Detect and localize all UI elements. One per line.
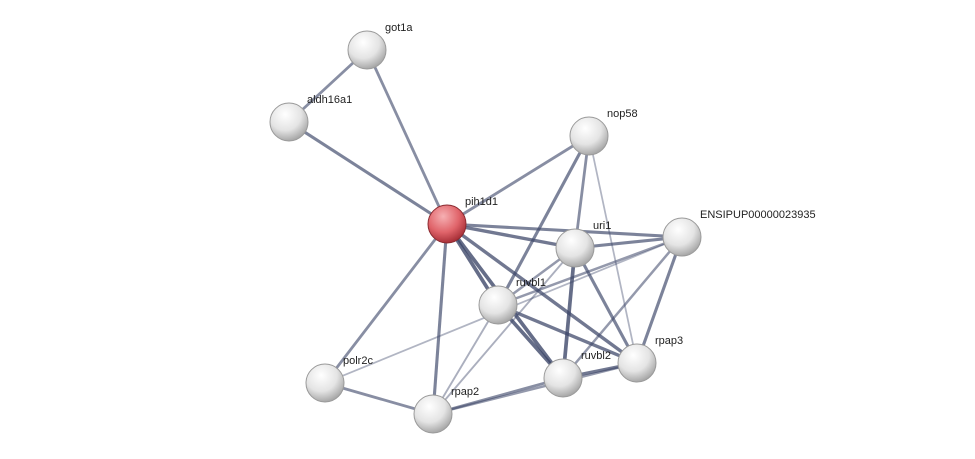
node-label: uri1 — [593, 220, 611, 232]
node-circle[interactable] — [569, 116, 609, 156]
node-label: nop58 — [607, 108, 638, 120]
node-circle[interactable] — [662, 217, 702, 257]
edge-pih1d1-rpap2 — [431, 223, 449, 415]
node-label: got1a — [385, 22, 413, 34]
node-label: aldh16a1 — [307, 94, 352, 106]
edge-got1a-pih1d1 — [365, 49, 449, 225]
node-label: pih1d1 — [465, 196, 498, 208]
node-uri1[interactable]: uri1 — [555, 220, 611, 268]
node-label: ruvbl1 — [516, 277, 546, 289]
node-ruvbl1[interactable]: ruvbl1 — [478, 277, 546, 325]
node-ensi[interactable]: ENSIPUP00000023935 — [662, 209, 816, 257]
node-rpap2[interactable]: rpap2 — [413, 386, 479, 434]
edge-nop58-ruvbl1 — [496, 135, 591, 306]
edge-ruvbl1-rpap3 — [497, 303, 638, 365]
edge-aldh16a1-pih1d1 — [288, 120, 448, 226]
edge-uri1-rpap3 — [573, 247, 639, 364]
edge-uri1-ruvbl2 — [561, 247, 577, 379]
edge-pih1d1-ensi — [446, 222, 683, 239]
node-circle[interactable] — [347, 30, 387, 70]
edge-ensi-ruvbl2 — [562, 236, 683, 379]
edge-ruvbl1-ensi — [497, 235, 683, 307]
node-label: ruvbl2 — [581, 350, 611, 362]
edge-ruvbl1-rpap2 — [432, 304, 499, 415]
node-label: rpap2 — [451, 386, 479, 398]
edge-nop58-rpap3 — [588, 135, 638, 364]
node-aldh16a1[interactable]: aldh16a1 — [269, 94, 352, 142]
node-circle[interactable] — [555, 228, 595, 268]
edge-pih1d1-polr2c — [323, 223, 449, 384]
edge-uri1-rpap2 — [432, 247, 576, 415]
edge-pih1d1-uri1 — [446, 222, 576, 250]
node-polr2c[interactable]: polr2c — [305, 355, 373, 403]
node-circle[interactable] — [269, 102, 309, 142]
node-circle[interactable] — [617, 343, 657, 383]
edge-pih1d1-rpap3 — [445, 222, 639, 365]
edge-pih1d1-nop58 — [446, 134, 590, 226]
node-label: rpap3 — [655, 335, 683, 347]
node-circle[interactable] — [305, 363, 345, 403]
node-label: polr2c — [343, 355, 373, 367]
node-pih1d1[interactable]: pih1d1 — [427, 196, 498, 244]
node-nop58[interactable]: nop58 — [569, 108, 638, 156]
node-got1a[interactable]: got1a — [347, 22, 413, 70]
node-ruvbl2[interactable]: ruvbl2 — [543, 350, 611, 398]
edge-rpap2-rpap3 — [432, 361, 638, 416]
node-circle[interactable] — [413, 394, 453, 434]
node-rpap3[interactable]: rpap3 — [617, 335, 683, 383]
node-circle[interactable] — [543, 358, 583, 398]
edge-ensi-rpap3 — [635, 236, 684, 364]
node-circle[interactable] — [427, 204, 467, 244]
node-circle[interactable] — [478, 285, 518, 325]
node-label: ENSIPUP00000023935 — [700, 209, 816, 221]
